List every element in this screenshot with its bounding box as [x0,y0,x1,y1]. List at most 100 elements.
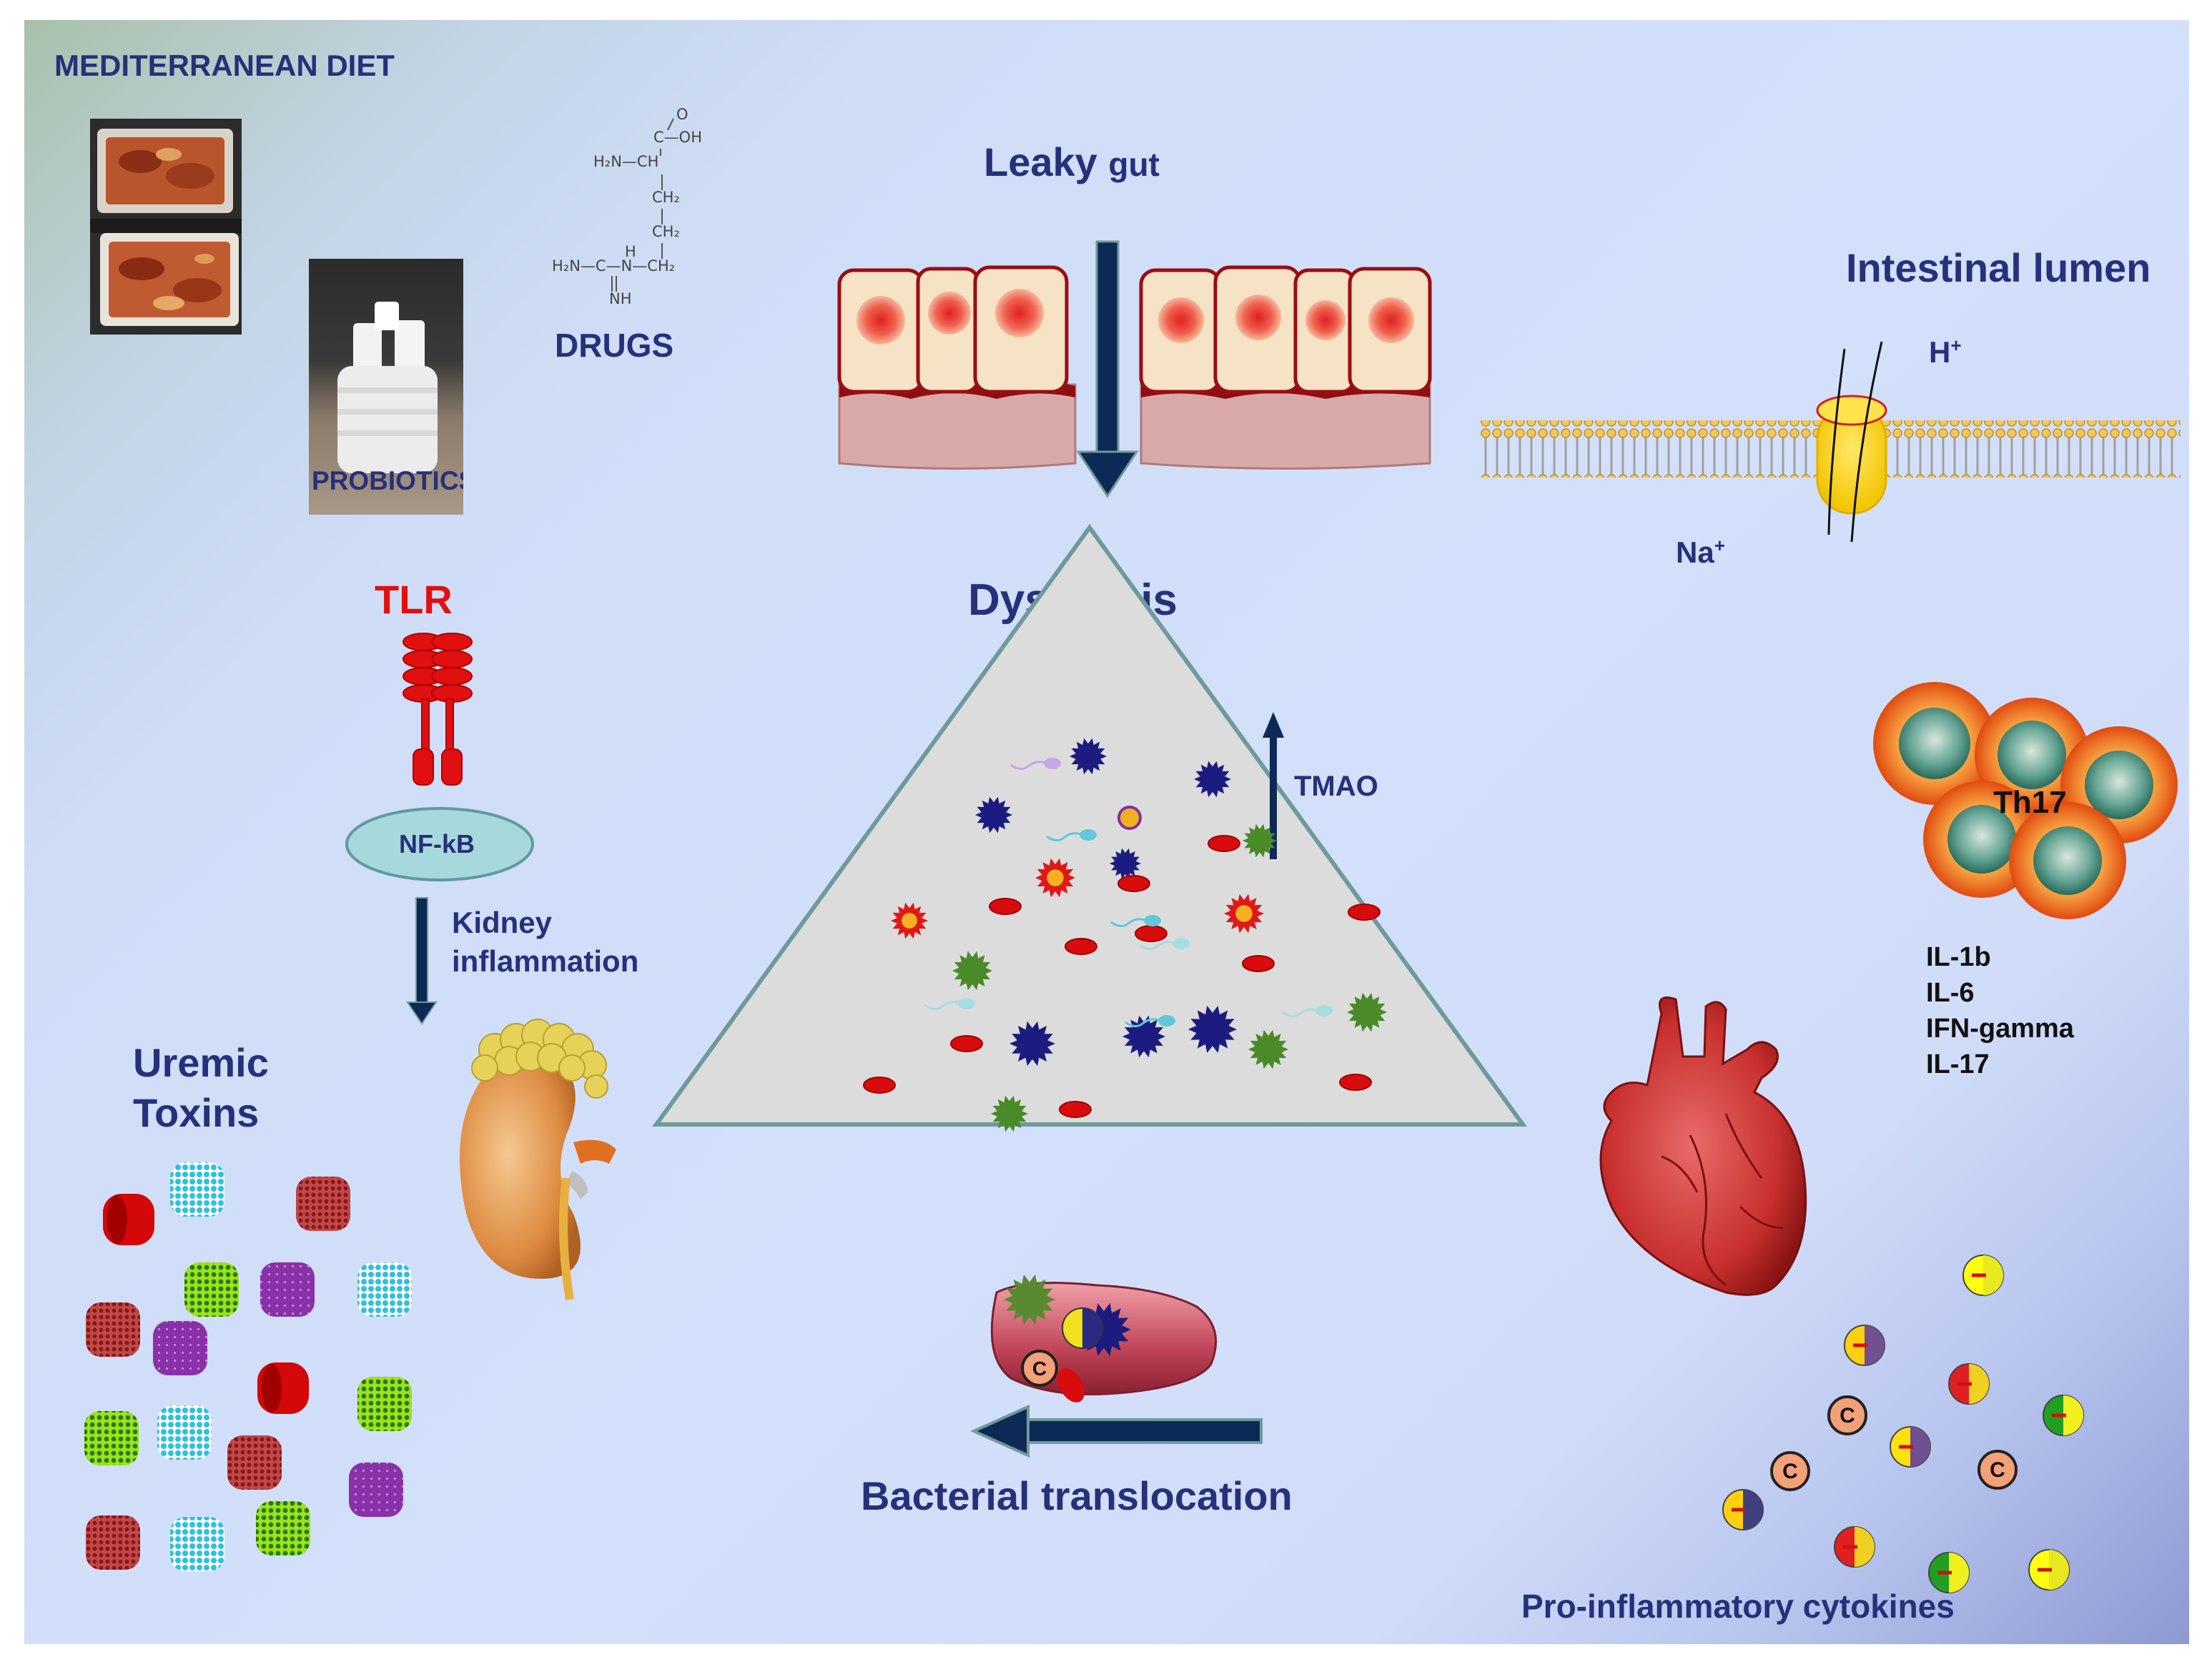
green-bacterium [1243,823,1277,858]
yellow-cytokine-half [1082,1308,1102,1348]
dysbiosis-triangle [652,523,1527,1132]
kidney-illustration [460,1019,616,1300]
food-trays-image [90,119,242,335]
structure-bonds [611,118,674,292]
c-marker-text: C [1990,1458,2005,1482]
red-bacterium-core [1235,905,1253,922]
red-cytokine-half [1855,1527,1875,1567]
yellow-particle [1117,806,1142,830]
mediterranean-diet-label: MEDITERRANEAN DIET [54,49,395,82]
structure-ch2-2: CH₂ [652,223,680,240]
c-marker-circle [1978,1450,2018,1490]
th17-label: Th17 [1993,785,2067,820]
purple-cytokine-half [1910,1427,1930,1467]
flagellate-bacterium [1080,829,1097,841]
tlr-label: TLR [375,577,453,622]
structure-guanidine: H₂N—C—N—CH₂ [552,257,676,274]
navy-bacterium [1009,1021,1055,1067]
red-blood-cell [863,1077,896,1094]
flagellate-bacterium [1172,938,1190,949]
green-cytokine-half [2063,1395,2083,1435]
kidney-word: Kidney [452,906,553,939]
c-marker-text: C [1782,1460,1798,1483]
flagellate-bacterium [1315,1005,1333,1016]
red-dotted-toxin [227,1435,282,1490]
red-blood-cell [950,1035,983,1052]
leaky-gut-epithelium [837,240,1432,498]
red-blood-cell [1065,938,1097,955]
mediterranean-food-photo [90,119,242,335]
navy-bacterium [975,796,1012,833]
flagellate-tail [1110,918,1147,927]
bacterial-translocation-arrow [970,1404,1263,1458]
purple-toxin [153,1321,207,1375]
flagellate-bacterium [958,998,975,1009]
hydrogen-ion-label: H+ [1929,335,1962,370]
c-marker-circle [1827,1395,1867,1435]
hydrogen-symbol: H [1929,335,1951,369]
sodium-ion-label: Na+ [1676,535,1725,570]
th17-cell-cluster [1873,682,2178,919]
uremic-word: Uremic [133,1040,269,1085]
green-bacterium [991,1095,1028,1132]
figure-canvas: MEDITERRANEAN DIET PRO [24,20,2189,1644]
red-cytokine-half [1969,1364,1989,1404]
navy-cytokine-half [1743,1490,1763,1530]
red-blood-cell [1348,904,1381,921]
inflammation-word: inflammation [452,944,639,978]
cyan-toxin [357,1262,412,1317]
gut-word: gut [1108,146,1160,183]
green-toxin [84,1411,139,1465]
kidney-inflammation-arrow [406,897,438,1025]
green-toxin [256,1501,310,1555]
navy-bacterium [1188,1005,1237,1054]
probiotic-bottles-image [337,302,438,473]
nf-kb-label: NF-kB [399,829,475,859]
red-bacterium-core [902,913,917,929]
cytokine-il-1b: IL-1b [1926,942,1991,972]
uremic-toxin-particles [84,1162,412,1571]
leaky-word: Leaky [984,139,1097,184]
red-blood-cell [1059,1101,1092,1118]
cytokine-ifn-gamma: IFN-gamma [1926,1014,2074,1044]
flagellate-tail [1282,1008,1319,1017]
leaky-gut-label: Leaky gut [984,139,1160,185]
structure-imine: NH [609,290,632,307]
cyan-toxin [170,1162,224,1217]
tmao-up-arrow [1263,712,1284,859]
uremic-toxins-label: Uremic Toxins [133,1038,269,1138]
probiotics-photo: PROBIOTICS [309,259,463,515]
cyan-toxin [170,1517,224,1571]
cell-membrane-ion-channel [1480,341,2181,543]
structure-oxygen: O [676,106,688,123]
c-marker-text: C [1032,1357,1047,1380]
structure-hydrogen: H [625,243,636,260]
red-blood-cell [1208,835,1240,852]
green-toxin [357,1377,412,1431]
kidney-inflammation-label: Kidney inflammation [452,904,638,981]
green-toxin [184,1262,239,1317]
red-bacterium-core [1047,869,1064,886]
navy-bacterium [1110,848,1141,879]
intestinal-lumen-label: Intestinal lumen [1846,245,2151,290]
red-dotted-toxin [86,1515,140,1570]
red-blood-cell [1339,1074,1372,1091]
cytokine-list: IL-1b IL-6 IFN-gamma IL-17 [1926,939,2074,1082]
red-dotted-toxin [86,1302,140,1357]
red-blood-cell [1117,875,1150,892]
cytokine-il-6: IL-6 [1926,978,1975,1008]
nf-kb-oval [345,807,534,881]
navy-bacterium [1194,761,1231,798]
flagellate-bacterium [1044,758,1061,769]
c-marker-circle [1021,1350,1058,1387]
cyan-toxin [157,1405,212,1460]
navy-bacterium [1070,738,1107,775]
drugs-label: DRUGS [555,327,674,364]
red-blood-cell [1242,955,1275,972]
green-cytokine-half [1949,1553,1969,1593]
leaky-gut-down-arrow [1076,240,1139,498]
red-dotted-toxin [296,1177,350,1231]
green-bacterium [1248,1029,1288,1069]
purple-cytokine-half [1865,1325,1885,1365]
